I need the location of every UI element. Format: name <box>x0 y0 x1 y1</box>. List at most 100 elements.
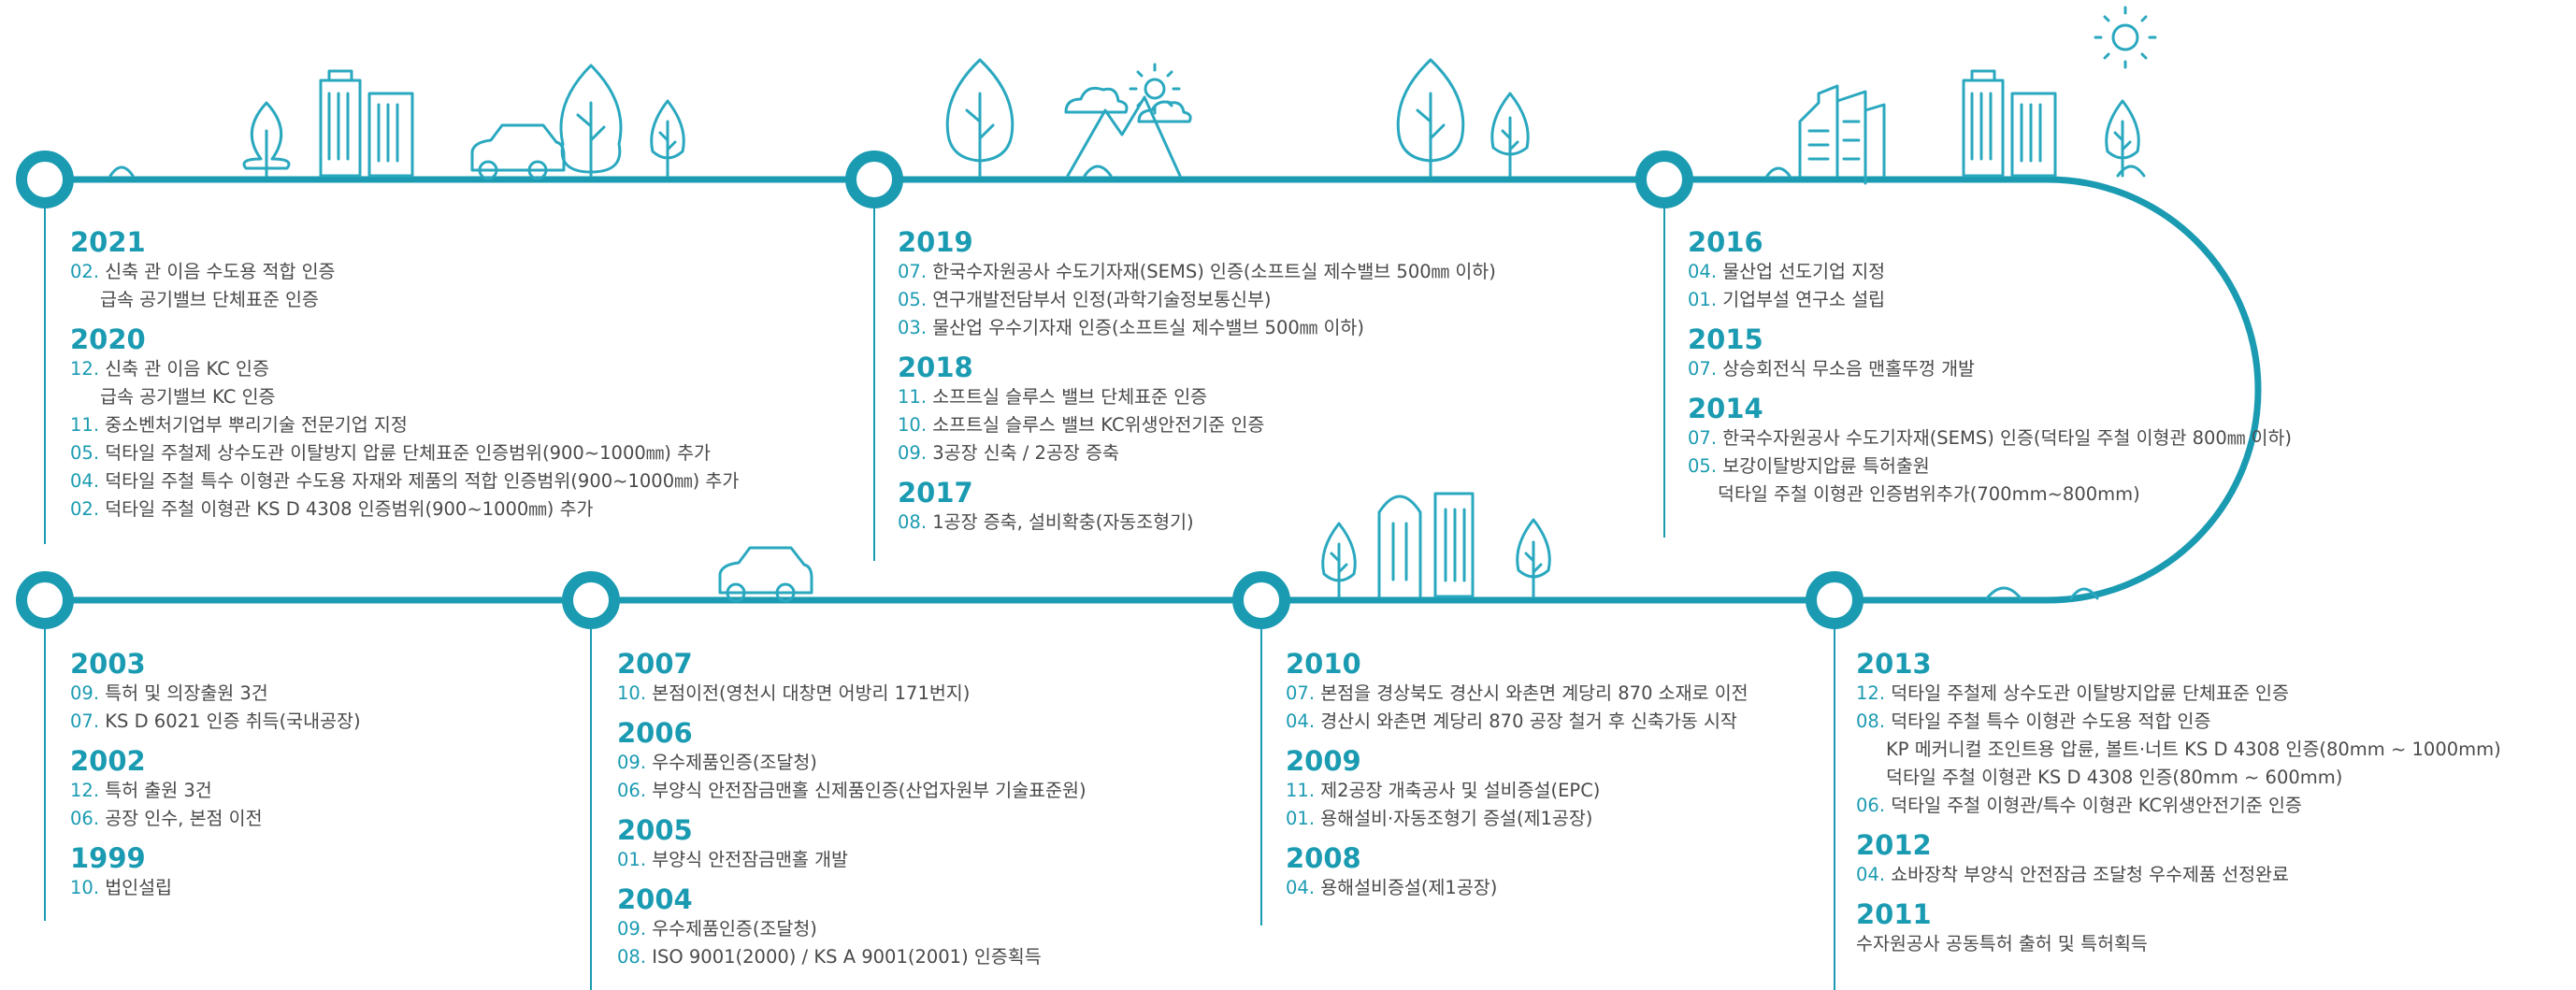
year-heading: 2003 <box>70 648 146 680</box>
bush-icon <box>2116 165 2146 178</box>
year-heading: 2020 <box>70 323 146 355</box>
year-heading: 2019 <box>898 226 973 258</box>
entry-month: 05. <box>898 289 928 310</box>
tree-icon <box>945 58 1015 178</box>
tree-icon <box>1490 92 1530 178</box>
history-entry: 09. 3공장 신축 / 2공장 증축 <box>898 439 1496 467</box>
cloud-icon <box>1137 100 1192 123</box>
history-entry: 07. KS D 6021 인증 취득(국내공장) <box>70 708 361 736</box>
history-entry: 09. 우수제품인증(조달청) <box>617 749 1087 777</box>
history-entry: 04. 물산업 선도기업 지정 <box>1688 258 2292 286</box>
history-entry: 급속 공기밸브 단체표준 인증 <box>70 286 739 314</box>
entry-text: 용해설비증설(제1공장) <box>1320 877 1498 898</box>
entry-text: 덕타일 주철 특수 이형관 수도용 적합 인증 <box>1891 710 2211 732</box>
entry-text: 부양식 안전잠금맨홀 신제품인증(산업자원부 기술표준원) <box>652 780 1087 801</box>
entry-text: 한국수자원공사 수도기자재(SEMS) 인증(소프트실 제수밸브 500㎜ 이하… <box>932 261 1496 282</box>
entry-text: 물산업 우수기자재 인증(소프트실 제수밸브 500㎜ 이하) <box>932 317 1364 338</box>
history-entry: 04. 덕타일 주철 특수 이형관 수도용 자재와 제품의 적합 인증범위(90… <box>70 467 739 495</box>
timeline-node-2019 <box>845 151 903 208</box>
entry-text: 1공장 증축, 설비확충(자동조형기) <box>932 511 1194 533</box>
history-entry: 06. 덕타일 주철 이형관/특수 이형관 KC위생안전기준 인증 <box>1856 792 2501 820</box>
history-entry: 08. 1공장 증축, 설비확충(자동조형기) <box>898 509 1496 537</box>
history-entry: KP 메커니컬 조인트용 압륜, 볼트·너트 KS D 4308 인증(80mm… <box>1856 736 2501 764</box>
history-entry: 급속 공기밸브 KC 인증 <box>70 383 739 411</box>
history-entry: 01. 부양식 안전잠금맨홀 개발 <box>617 846 1087 874</box>
sun-icon <box>1129 63 1181 115</box>
car-icon <box>470 123 566 180</box>
history-entry: 08. 덕타일 주철 특수 이형관 수도용 적합 인증 <box>1856 708 2501 736</box>
entry-month: 07. <box>1688 427 1718 449</box>
history-entry: 07. 한국수자원공사 수도기자재(SEMS) 인증(소프트실 제수밸브 500… <box>898 258 1496 286</box>
entry-text: ISO 9001(2000) / KS A 9001(2001) 인증획득 <box>652 946 1042 968</box>
timeline-node-2010 <box>1232 571 1290 629</box>
entry-month: 09. <box>70 682 100 704</box>
entry-month: 07. <box>1688 358 1718 380</box>
entry-month: 06. <box>1856 795 1886 816</box>
entry-text: KP 메커니컬 조인트용 압륜, 볼트·너트 KS D 4308 인증(80mm… <box>1886 739 2501 760</box>
entry-text: 덕타일 주철 이형관/특수 이형관 KC위생안전기준 인증 <box>1891 795 2302 816</box>
entry-text: 덕타일 주철 특수 이형관 수도용 자재와 제품의 적합 인증범위(900~10… <box>105 470 740 492</box>
year-heading: 2017 <box>898 477 973 509</box>
entry-text: 본점을 경상북도 경산시 와촌면 계당리 870 소재로 이전 <box>1320 682 1749 704</box>
year-heading: 2018 <box>898 352 973 383</box>
year-heading: 2005 <box>617 814 693 846</box>
year-heading: 2008 <box>1286 842 1361 874</box>
entry-text: 소프트실 슬루스 밸브 단체표준 인증 <box>932 386 1208 408</box>
entry-text: 덕타일 주철 이형관 인증범위추가(700mm~800mm) <box>1718 483 2140 505</box>
entry-text: 기업부설 연구소 설립 <box>1722 289 1886 310</box>
entry-month: 04. <box>1688 261 1718 282</box>
entry-text: 본점이전(영천시 대창면 어방리 171번지) <box>652 682 971 704</box>
entry-month: 04. <box>70 470 100 492</box>
entry-month: 12. <box>1856 682 1886 704</box>
year-heading: 2014 <box>1688 393 1763 424</box>
history-entry: 10. 소프트실 슬루스 밸브 KC위생안전기준 인증 <box>898 411 1496 439</box>
history-entry: 10. 본점이전(영천시 대창면 어방리 171번지) <box>617 680 1087 708</box>
tree-icon <box>242 101 291 178</box>
tree-icon <box>650 99 685 178</box>
bush-icon <box>1985 586 2022 600</box>
history-entry: 05. 연구개발전담부서 인정(과학기술정보통신부) <box>898 286 1496 314</box>
bush-icon <box>1083 165 1113 178</box>
bush-icon <box>1765 166 1792 178</box>
entry-month: 09. <box>898 442 928 464</box>
entry-text: 보강이탈방지압륜 특허출원 <box>1722 455 1930 477</box>
entry-text: 부양식 안전잠금맨홀 개발 <box>652 849 848 870</box>
city-icon <box>1798 84 1886 185</box>
entry-month: 05. <box>70 442 100 464</box>
entry-text: 덕타일 주철제 상수도관 이탈방지압륜 단체표준 인증 <box>1891 682 2289 704</box>
entry-text: 한국수자원공사 수도기자재(SEMS) 인증(덕타일 주철 이형관 800㎜ 이… <box>1722 427 2293 449</box>
entry-text: 수자원공사 공동특허 출허 및 특허획득 <box>1856 933 2148 954</box>
entry-text: 특허 및 의장출원 3건 <box>105 682 268 704</box>
building-icon <box>1962 69 2057 178</box>
history-entry: 11. 소프트실 슬루스 밸브 단체표준 인증 <box>898 383 1496 411</box>
entry-month: 02. <box>70 261 100 282</box>
entry-text: 우수제품인증(조달청) <box>652 752 817 773</box>
entry-month: 08. <box>617 946 647 968</box>
entry-month: 10. <box>617 682 647 704</box>
entry-text: 급속 공기밸브 단체표준 인증 <box>100 289 319 310</box>
history-entry: 02. 덕타일 주철 이형관 KS D 4308 인증범위(900~1000㎜)… <box>70 495 739 524</box>
entry-month: 10. <box>70 877 100 898</box>
sun-icon <box>2094 6 2157 69</box>
entry-text: 특허 출원 3건 <box>105 780 212 801</box>
history-entry: 10. 법인설립 <box>70 874 361 902</box>
year-heading: 2006 <box>617 717 693 749</box>
timeline-path <box>37 176 2262 604</box>
entry-text: 덕타일 주철 이형관 KS D 4308 인증(80mm ~ 600mm) <box>1886 767 2343 788</box>
cloud-icon <box>1064 86 1129 114</box>
history-entry: 05. 보강이탈방지압륜 특허출원 <box>1688 452 2292 481</box>
entry-text: 경산시 와촌면 계당리 870 공장 철거 후 신축가동 시작 <box>1320 710 1737 732</box>
entry-month: 10. <box>898 414 928 436</box>
year-heading: 2015 <box>1688 323 1763 355</box>
entry-text: 중소벤처기업부 뿌리기술 전문기업 지정 <box>105 414 408 436</box>
entry-month: 12. <box>70 780 100 801</box>
history-entry: 09. 우수제품인증(조달청) <box>617 915 1087 943</box>
history-entry: 12. 신축 관 이음 KC 인증 <box>70 355 739 383</box>
year-heading: 2010 <box>1286 648 1361 680</box>
history-entry: 덕타일 주철 이형관 인증범위추가(700mm~800mm) <box>1688 481 2292 509</box>
entry-text: 쇼바장착 부양식 안전잠금 조달청 우수제품 선정완료 <box>1891 864 2289 885</box>
history-entry: 07. 본점을 경상북도 경산시 와촌면 계당리 870 소재로 이전 <box>1286 680 1749 708</box>
